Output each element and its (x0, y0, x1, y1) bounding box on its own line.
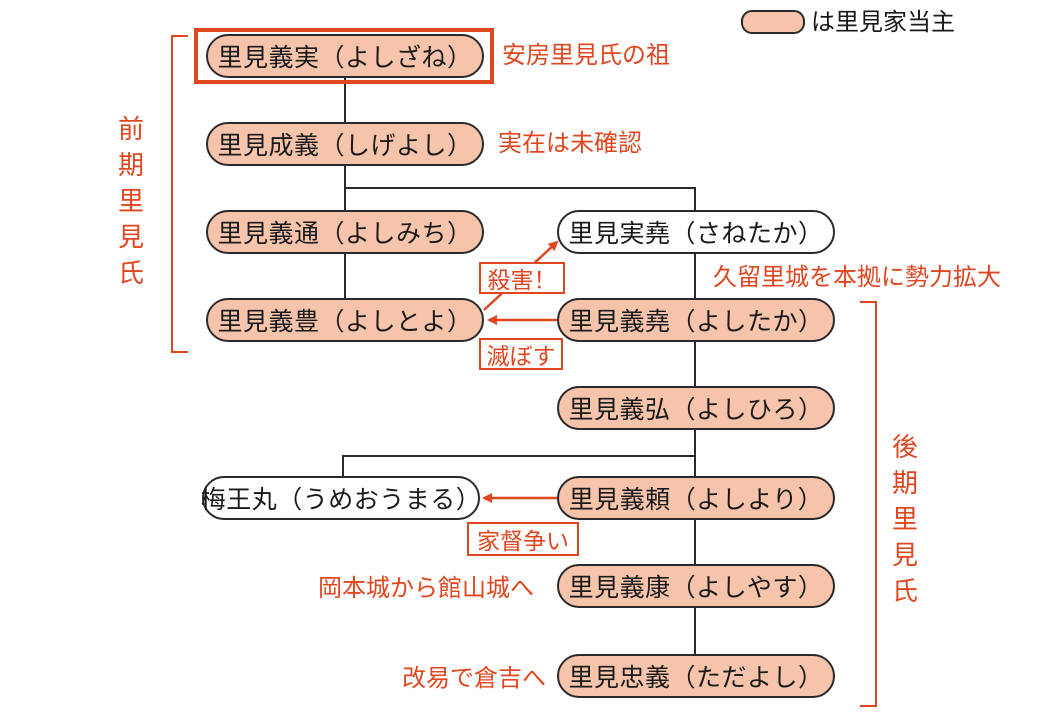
node-yoshizane: 里見義実（よしざね） (206, 34, 484, 78)
node-yoshimichi: 里見義通（よしみち） (206, 210, 484, 254)
node-yoshihiro: 里見義弘（よしひろ） (557, 386, 835, 430)
founder-highlight-frame (194, 28, 494, 84)
note-unconfirmed: 実在は未確認 (498, 129, 642, 157)
line-branch-sanetaka (345, 187, 696, 210)
bracket-early-period (171, 35, 188, 353)
bracket-late-period (860, 301, 877, 707)
node-tadayoshi: 里見忠義（ただよし） (557, 654, 835, 698)
node-sanetaka: 里見実堯（さねたか） (557, 210, 835, 254)
node-yoshiyori: 里見義頼（よしより） (557, 476, 835, 520)
note-okamoto: 岡本城から館山城へ (318, 574, 534, 602)
period-label-early: 前期里見氏 (117, 115, 144, 289)
node-yoshitaka: 里見義堯（よしたか） (557, 298, 835, 342)
node-umeomaru: 梅王丸（うめおうまる） (201, 476, 481, 520)
note-kurume: 久留里城を本拠に勢力拡大 (713, 263, 1001, 291)
event-destroy-label: 滅ぼす (479, 338, 563, 370)
period-label-late: 後期里見氏 (891, 433, 918, 607)
event-succession-label: 家督争い (467, 522, 579, 556)
line-branch-umeomaru (342, 455, 695, 476)
node-shigeyoshi: 里見成義（しげよし） (206, 122, 484, 166)
note-kaieki: 改易で倉吉へ (402, 664, 546, 692)
node-yoshitoyo: 里見義豊（よしとよ） (206, 298, 484, 342)
legend-head-swatch (741, 10, 805, 34)
legend-label: は里見家当主 (811, 8, 955, 36)
node-yoshiyasu: 里見義康（よしやす） (557, 564, 835, 608)
note-founder: 安房里見氏の祖 (502, 41, 670, 69)
event-murder-label: 殺害！ (479, 262, 565, 294)
